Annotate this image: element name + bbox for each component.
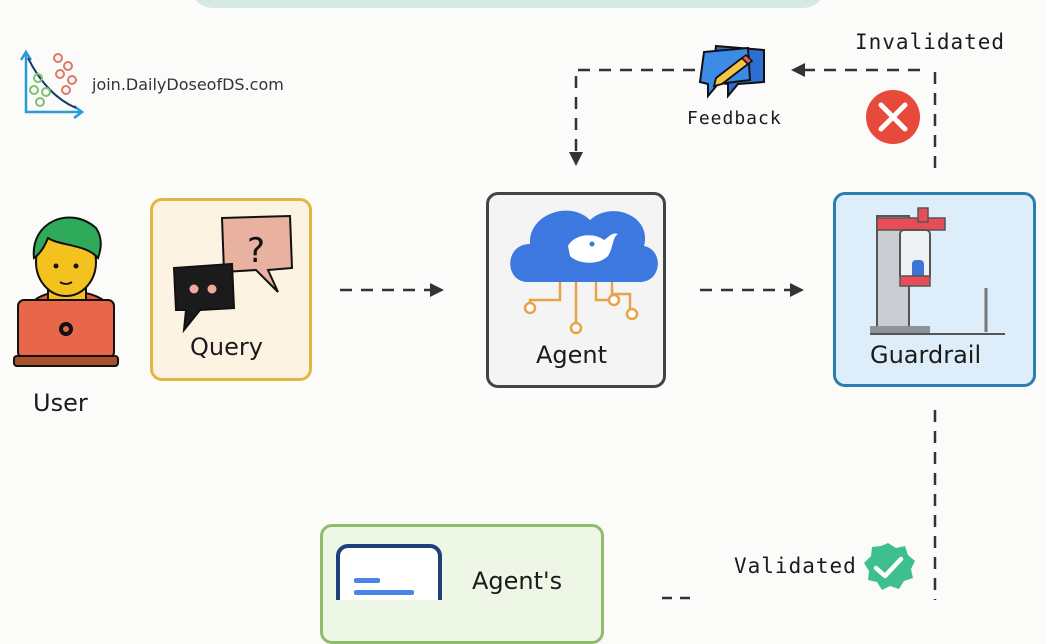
invalidated-label: Invalidated [855,30,1006,54]
guardrail-label: Guardrail [870,341,982,369]
agent-cloud-icon [510,210,658,335]
svg-text:?: ? [247,231,265,271]
validated-label: Validated [734,554,857,578]
user-label: User [33,389,88,417]
feedback-icon [698,44,765,99]
validated-icon [864,543,915,590]
brand: join.DailyDoseofDS.com [18,48,284,120]
brand-text[interactable]: join.DailyDoseofDS.com [92,74,284,94]
guardrail-machine-icon [870,207,1005,335]
agent-label: Agent [536,341,608,369]
response-label: Agent's [472,567,563,595]
invalid-icon [866,90,920,144]
feedback-label: Feedback [687,108,782,129]
response-document-icon [336,544,442,600]
brand-logo-icon [19,49,84,119]
user-icon [13,216,119,367]
diagram-connectors: ? [13,44,1005,600]
top-banner [188,0,828,8]
query-chat-icon: ? [172,214,294,334]
query-label: Query [190,333,263,361]
